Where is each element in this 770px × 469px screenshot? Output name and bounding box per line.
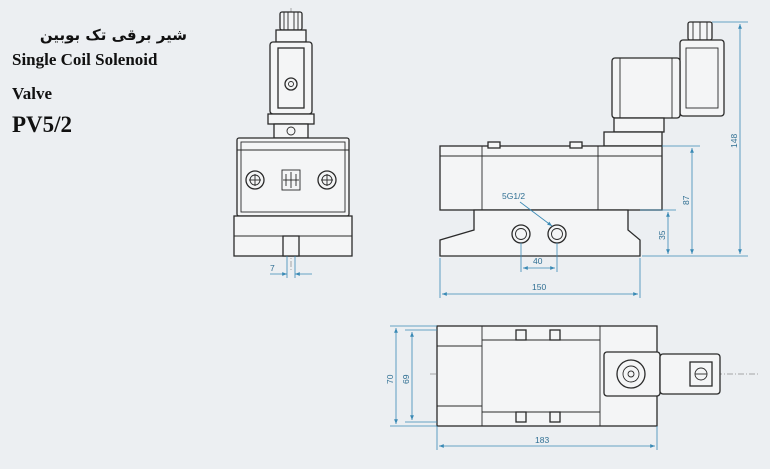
dim-total-length: 183 — [535, 435, 549, 445]
solenoid-coil-side — [611, 57, 681, 119]
dim-total-height: 148 — [729, 134, 739, 148]
dim-body-height: 87 — [681, 195, 691, 205]
top-view: 69 70 183 — [385, 325, 760, 450]
coil-nut-top — [616, 359, 646, 389]
title-persian: شیر برقی تک بوبین — [39, 26, 187, 44]
front-view: 7 — [233, 8, 353, 278]
valve-body-side — [439, 145, 663, 211]
title-line-2: Valve — [12, 84, 52, 103]
port-left — [511, 224, 531, 244]
side-view: 5G1/2 40 150 35 87 148 — [439, 21, 748, 298]
dim-port-thread: 5G1/2 — [502, 191, 525, 201]
dim-base-length: 150 — [532, 282, 546, 292]
connector-body — [679, 39, 725, 117]
dim-total-width: 70 — [385, 374, 395, 384]
brand-logo — [281, 169, 301, 191]
base-plate-side — [439, 209, 641, 257]
port-right — [547, 224, 567, 244]
coil-nut — [284, 77, 298, 91]
dim-top-width: 69 — [401, 374, 411, 384]
model-title: PV5/2 — [12, 112, 73, 137]
dim-base-height: 35 — [657, 230, 667, 240]
connector-cap — [279, 11, 303, 31]
dim-port-spacing: 40 — [533, 256, 543, 266]
dim-side-width: 7 — [270, 263, 275, 273]
title-line-1: Single Coil Solenoid — [12, 50, 158, 69]
